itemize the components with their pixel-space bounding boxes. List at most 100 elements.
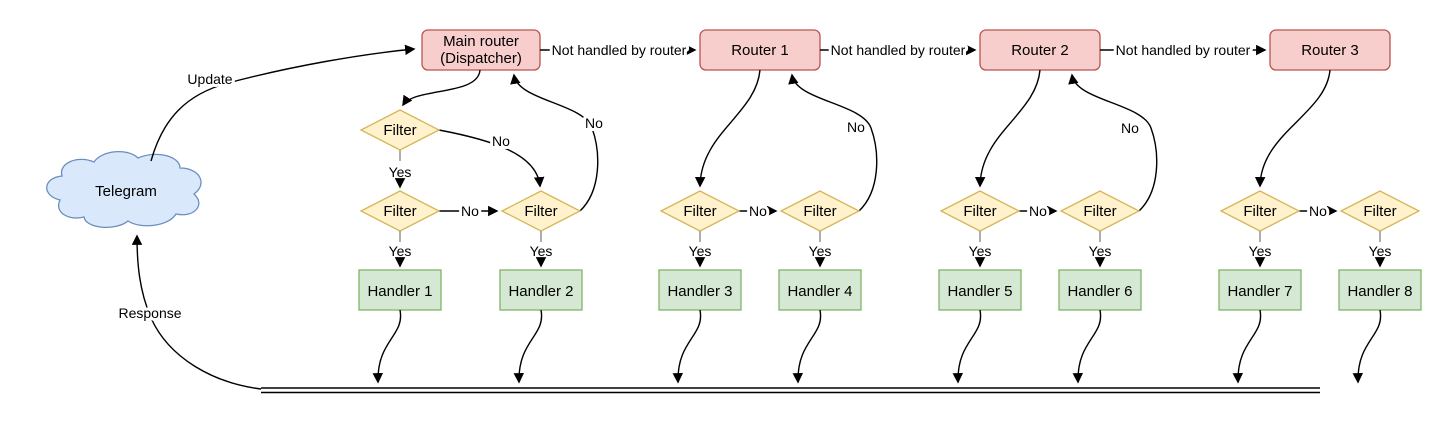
not-handled-edge-2: Not handled by router (820, 39, 977, 61)
handler-4-label: Handler 4 (787, 283, 852, 300)
filter-c-node: Filter (500, 190, 582, 232)
response-bus-line (261, 387, 1320, 394)
telegram-cloud-node: Telegram (46, 151, 202, 228)
filter-e-diamond (779, 190, 861, 232)
handler-4-to-bus-edge (792, 309, 822, 384)
filter-c-no-return-arrow (510, 73, 599, 212)
filter-g-no-return-edge: No (1068, 73, 1158, 212)
dispatcher-label-line2: (Dispatcher) (440, 50, 522, 67)
filter-e-yes-label: Yes (809, 243, 832, 259)
dispatcher-to-filter-a-edge (402, 69, 481, 107)
filter-i-node: Filter (1339, 190, 1421, 232)
filter-a-yes-edge: Yes (386, 150, 414, 189)
handler-8-node: Handler 8 (1338, 269, 1422, 311)
router-1-to-filter-edge (694, 69, 761, 188)
filter-i-diamond (1339, 190, 1421, 232)
filter-b-diamond (359, 190, 441, 232)
handler-1-box (358, 269, 442, 311)
handler-6-to-bus-edge (1072, 309, 1102, 384)
router-3-to-filter-edge (1254, 69, 1331, 188)
router-3-node: Router 3 (1269, 29, 1391, 71)
filter-f-yes-edge: Yes (966, 231, 994, 268)
filter-g-diamond (1059, 190, 1141, 232)
filter-b-no-label: No (461, 203, 479, 219)
filter-g-no-return-arrow (1068, 73, 1158, 212)
filter-b-yes-edge: Yes (386, 231, 414, 268)
filter-h-diamond (1219, 190, 1301, 232)
handler-5-to-bus-edge (952, 309, 982, 384)
filter-a-no-edge: No (438, 129, 545, 188)
filter-e-no-return-arrow (788, 73, 878, 212)
filter-a-diamond (359, 109, 441, 151)
handler-2-node: Handler 2 (499, 269, 583, 311)
filter-e-no-return-label: No (847, 119, 865, 135)
filter-f-label: Filter (963, 203, 996, 220)
not-handled-label-1: Not handled by router (552, 42, 687, 58)
filter-a-label: Filter (383, 122, 416, 139)
handler-7-to-bus-edge (1232, 309, 1262, 384)
filter-c-no-return-label: No (585, 115, 603, 131)
filter-h-label: Filter (1243, 203, 1276, 220)
handler-3-to-bus-edge (672, 309, 702, 384)
handler-4-box (778, 269, 862, 311)
handler-6-label: Handler 6 (1067, 283, 1132, 300)
filter-c-no-return-edge: No (510, 73, 606, 212)
handler-2-box (499, 269, 583, 311)
filter-f-no-label: No (1029, 203, 1047, 219)
handler-8-label: Handler 8 (1347, 283, 1412, 300)
handler-7-label: Handler 7 (1227, 283, 1292, 300)
filter-h-node: Filter (1219, 190, 1301, 232)
handler-5-label: Handler 5 (947, 283, 1012, 300)
not-handled-edge-1: Not handled by router (540, 39, 697, 61)
filter-f-node: Filter (939, 190, 1021, 232)
filter-a-no-label: No (492, 133, 510, 149)
filter-f-yes-label: Yes (969, 243, 992, 259)
filter-g-label: Filter (1083, 203, 1116, 220)
handler-3-node: Handler 3 (658, 269, 742, 311)
filter-b-no-edge: No (439, 200, 499, 222)
dispatcher-label-line1: Main router (443, 33, 519, 50)
handler-6-box (1058, 269, 1142, 311)
filter-b-yes-label: Yes (389, 243, 412, 259)
handler-7-node: Handler 7 (1218, 269, 1302, 311)
update-label: Update (187, 71, 232, 87)
filter-c-diamond (500, 190, 582, 232)
router-2-label: Router 2 (1011, 42, 1069, 59)
filter-d-yes-edge: Yes (686, 231, 714, 268)
filter-d-diamond (659, 190, 741, 232)
router-3-label: Router 3 (1301, 42, 1359, 59)
filter-b-label: Filter (383, 203, 416, 220)
cloud-shape (46, 151, 202, 228)
filter-g-no-return-label: No (1121, 120, 1139, 136)
update-edge: Update (150, 44, 416, 162)
filter-e-yes-edge: Yes (806, 231, 834, 268)
handler-1-to-bus-edge (372, 309, 402, 384)
filter-a-node: Filter (359, 109, 441, 151)
filter-g-node: Filter (1059, 190, 1141, 232)
filter-i-yes-edge: Yes (1366, 231, 1394, 268)
filter-d-no-label: No (749, 203, 767, 219)
filter-e-no-return-edge: No (788, 73, 878, 212)
filter-d-label: Filter (683, 203, 716, 220)
response-label: Response (118, 305, 181, 321)
filter-h-yes-edge: Yes (1246, 231, 1274, 268)
filter-a-no-arrow (438, 129, 545, 188)
filter-e-label: Filter (803, 203, 836, 220)
handler-2-to-bus-edge (513, 309, 543, 384)
filter-b-node: Filter (359, 190, 441, 232)
router-2-to-filter-edge (974, 69, 1041, 188)
filter-c-label: Filter (524, 203, 557, 220)
handler-8-to-bus-edge (1352, 309, 1382, 384)
not-handled-label-3: Not handled by router (1116, 42, 1251, 58)
filter-a-yes-label: Yes (389, 164, 412, 180)
filter-f-diamond (939, 190, 1021, 232)
not-handled-edge-3: Not handled by router (1100, 39, 1267, 61)
filter-d-node: Filter (659, 190, 741, 232)
filter-h-no-edge: No (1299, 200, 1338, 222)
update-arrow (150, 44, 416, 162)
filter-c-yes-label: Yes (530, 243, 553, 259)
handler-8-box (1338, 269, 1422, 311)
not-handled-label-2: Not handled by router (831, 42, 966, 58)
handler-4-node: Handler 4 (778, 269, 862, 311)
dispatcher-node: Main router (Dispatcher) (421, 29, 541, 71)
